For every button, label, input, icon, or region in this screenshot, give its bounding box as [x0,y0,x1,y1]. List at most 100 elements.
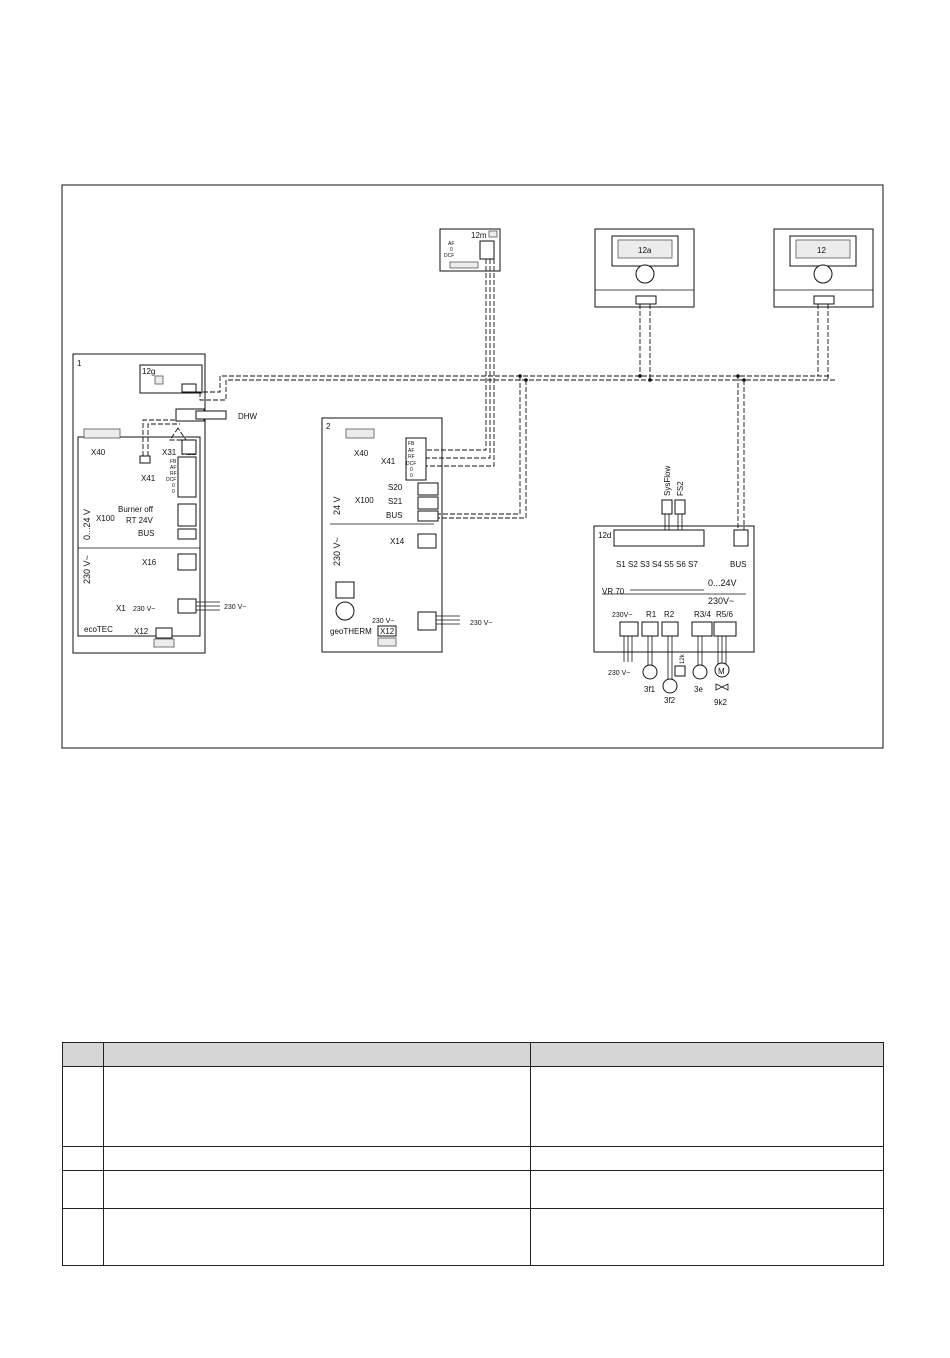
table-cell [62,1170,104,1209]
table-cell [62,1066,104,1147]
legend-header-cell [530,1042,884,1067]
svg-text:230 V~: 230 V~ [133,606,155,613]
svg-text:R2: R2 [664,610,675,619]
svg-text:0...24V: 0...24V [708,578,737,588]
svg-text:X12: X12 [380,627,395,636]
svg-text:X16: X16 [142,558,157,567]
svg-text:1: 1 [77,359,82,368]
svg-text:0: 0 [410,473,413,479]
svg-text:0...24 V: 0...24 V [82,509,92,540]
svg-text:R1: R1 [646,610,657,619]
svg-text:BUS: BUS [386,511,402,520]
svg-text:12m: 12m [471,231,487,240]
svg-text:R5/6: R5/6 [716,610,733,619]
svg-text:X12: X12 [134,627,149,636]
table-cell [530,1146,884,1171]
svg-text:230 V~: 230 V~ [224,604,246,611]
svg-text:BUS: BUS [138,529,154,538]
svg-text:S21: S21 [388,497,403,506]
svg-text:2: 2 [326,422,331,431]
table-row [62,1208,884,1266]
svg-text:X100: X100 [355,496,374,505]
table-cell [530,1208,884,1266]
table-row [62,1146,884,1171]
svg-text:X40: X40 [354,449,369,458]
svg-text:AF: AF [448,241,454,247]
svg-text:3e: 3e [694,685,703,694]
svg-text:DHW: DHW [238,412,258,421]
table-cell [62,1146,104,1171]
table-cell [103,1170,531,1209]
svg-text:RF: RF [170,471,177,477]
bus-wiring [142,259,836,530]
svg-text:RF: RF [408,454,415,460]
table-row [62,1066,884,1147]
svg-text:SysFlow: SysFlow [663,466,672,496]
svg-text:RT 24V: RT 24V [126,516,153,525]
svg-text:M: M [718,667,725,676]
svg-text:230V~: 230V~ [708,596,734,606]
svg-text:R3/4: R3/4 [694,610,711,619]
svg-text:X41: X41 [381,457,396,466]
unit-geotherm: 2 X40 X41 FB AF RF DCF 0 0 S20 X100 S21 … [321,417,492,653]
svg-text:0: 0 [172,489,175,495]
svg-text:0: 0 [450,247,453,253]
svg-text:12g: 12g [142,367,155,376]
unit-ecotec: 1 12g DHW X40 X31 X22 X41 FB AF RF DCF 0… [72,353,258,654]
legend-table [62,1042,884,1266]
svg-text:X41: X41 [141,474,156,483]
table-row [62,1170,884,1209]
table-cell [530,1066,884,1147]
svg-text:DCF: DCF [406,461,416,467]
svg-text:X40: X40 [91,448,106,457]
svg-text:24 V: 24 V [332,496,342,515]
table-cell [103,1208,531,1266]
svg-text:0: 0 [172,483,175,489]
svg-text:0: 0 [410,467,413,473]
svg-text:FS2: FS2 [676,481,685,496]
svg-text:ecoTEC: ecoTEC [84,625,113,634]
svg-text:230V~: 230V~ [612,612,632,619]
module-vr70: 12d S1 S2 S3 S4 S5 S6 S7 BUS VR 70 0...2… [593,466,755,707]
svg-text:FB: FB [170,459,177,465]
table-cell [530,1170,884,1209]
svg-text:12d: 12d [598,531,611,540]
svg-text:12: 12 [817,246,826,255]
legend-header-cell [103,1042,531,1067]
svg-text:S20: S20 [388,483,403,492]
svg-text:DCF: DCF [444,253,454,259]
svg-text:230 V~: 230 V~ [608,670,630,677]
svg-text:9k2: 9k2 [714,698,727,707]
svg-text:12k: 12k [680,653,686,664]
table-cell [103,1146,531,1171]
svg-text:FB: FB [408,441,415,447]
svg-text:3f2: 3f2 [664,696,676,705]
svg-text:BUS: BUS [730,560,746,569]
svg-text:S1 S2 S3 S4 S5 S6 S7: S1 S2 S3 S4 S5 S6 S7 [616,560,698,569]
svg-text:230 V~: 230 V~ [372,618,394,625]
svg-text:X100: X100 [96,514,115,523]
remote-12m: 12m AF 0 DCF [439,228,501,272]
legend-header-row [62,1042,884,1067]
svg-text:3f1: 3f1 [644,685,656,694]
table-cell [103,1066,531,1147]
svg-text:AF: AF [408,448,414,454]
diagram-frame [61,184,884,749]
svg-text:VR 70: VR 70 [602,587,625,596]
svg-text:DCF: DCF [166,477,176,483]
svg-text:geoTHERM: geoTHERM [330,627,372,636]
controller-12a: 12a [594,228,695,308]
svg-text:230 V~: 230 V~ [470,620,492,627]
table-cell [62,1208,104,1266]
svg-text:X31: X31 [162,448,177,457]
svg-text:X14: X14 [390,537,405,546]
legend-header-cell [62,1042,104,1067]
svg-text:230 V~: 230 V~ [332,537,342,566]
svg-text:12a: 12a [638,246,652,255]
controller-12: 12 [773,228,874,308]
svg-text:230 V~: 230 V~ [82,555,92,584]
svg-text:Burner off: Burner off [118,505,154,514]
svg-text:X1: X1 [116,604,126,613]
svg-text:AF: AF [170,465,176,471]
